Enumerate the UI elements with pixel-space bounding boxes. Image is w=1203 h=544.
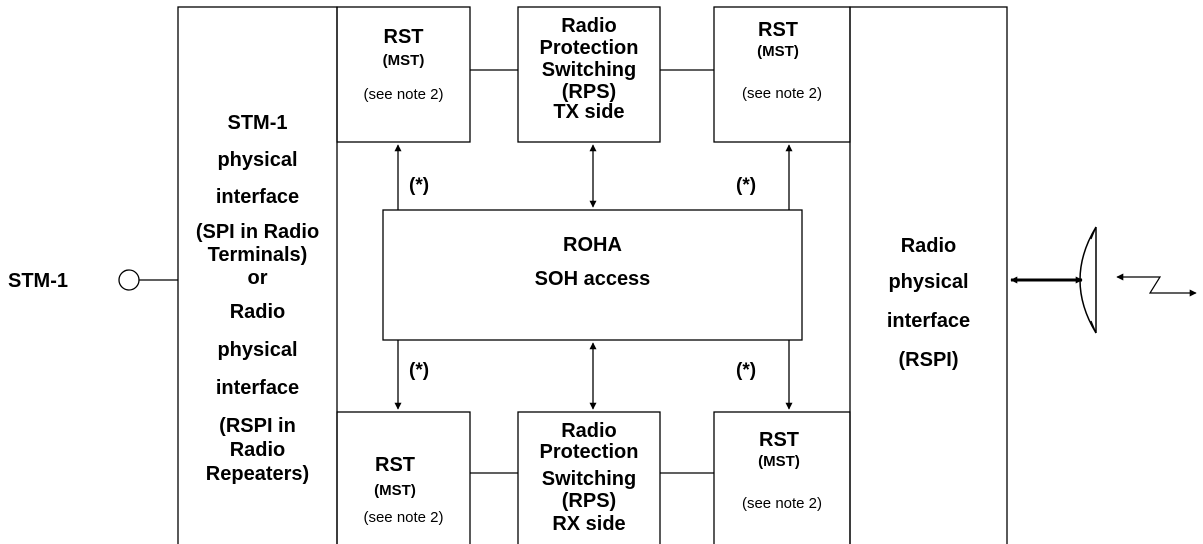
rst-bottom-right-title: RST [759,429,799,451]
left-line-2: physical [217,149,298,171]
roha-title: ROHA [563,234,622,256]
rps-tx-line-3: Switching [541,59,637,81]
rps-rx-line-1: Radio [561,420,617,442]
rst-bottom-right-note: (see note 2) [741,495,823,512]
left-line-9: interface [215,377,300,399]
rps-rx-line-3: Switching [541,468,637,490]
rps-rx-line-4: (RPS) [561,490,617,512]
left-line-8: physical [217,339,298,361]
rst-top-left-title: RST [383,26,424,48]
asterisk-top-left: (*) [409,175,430,196]
left-line-12: Repeaters) [205,463,310,485]
rps-tx-line-2: Protection [539,37,639,59]
asterisk-top-right: (*) [736,175,757,196]
rst-bottom-left-title: RST [375,454,415,476]
rst-bottom-right-subtitle: (MST) [758,453,800,470]
rst-top-left-box [336,6,471,143]
asterisk-bottom-right: (*) [736,360,757,381]
rst-top-left-subtitle: (MST) [382,52,425,69]
roha-subtitle: SOH access [534,268,651,290]
right-line-1: Radio [900,235,957,257]
rps-tx-box [517,6,661,143]
rps-tx-line-4: (RPS) [561,81,617,103]
rst-bottom-right-box [713,411,851,544]
left-interface-box [177,6,338,544]
right-line-4: (RSPI) [898,349,959,371]
right-interface-box [849,6,1008,544]
rst-top-right-box [713,6,851,143]
rst-bottom-left-subtitle: (MST) [374,482,416,499]
left-line-5: Terminals) [207,244,308,266]
left-line-1: STM-1 [227,112,288,134]
rps-tx-line-1: Radio [561,15,617,37]
left-line-4: (SPI in Radio [195,221,320,243]
left-line-10: (RSPI in [219,415,296,437]
left-line-11: Radio [229,439,286,461]
stm1-port-circle [118,269,140,291]
right-line-2: physical [888,271,969,293]
right-line-3: interface [886,310,971,332]
left-line-3: interface [215,186,300,208]
left-line-7: Radio [229,301,286,323]
asterisk-bottom-left: (*) [409,360,430,381]
rps-rx-line-5: RX side [552,513,626,535]
radio-wave [1116,273,1197,297]
left-line-6: or [247,267,268,289]
rst-top-right-note: (see note 2) [741,85,823,102]
rst-top-right-subtitle: (MST) [757,43,799,60]
roha-box [382,209,803,341]
rps-tx-line-5: TX side [553,101,625,123]
stm1-input-label: STM-1 [8,270,68,292]
rst-top-right-title: RST [758,19,798,41]
rst-bottom-left-box [336,411,471,544]
antenna-dish [1079,226,1097,334]
rst-top-left-note: (see note 2) [363,86,444,103]
rps-rx-line-2: Protection [539,441,639,463]
rps-rx-box [517,411,661,544]
rst-bottom-left-note: (see note 2) [363,509,444,526]
